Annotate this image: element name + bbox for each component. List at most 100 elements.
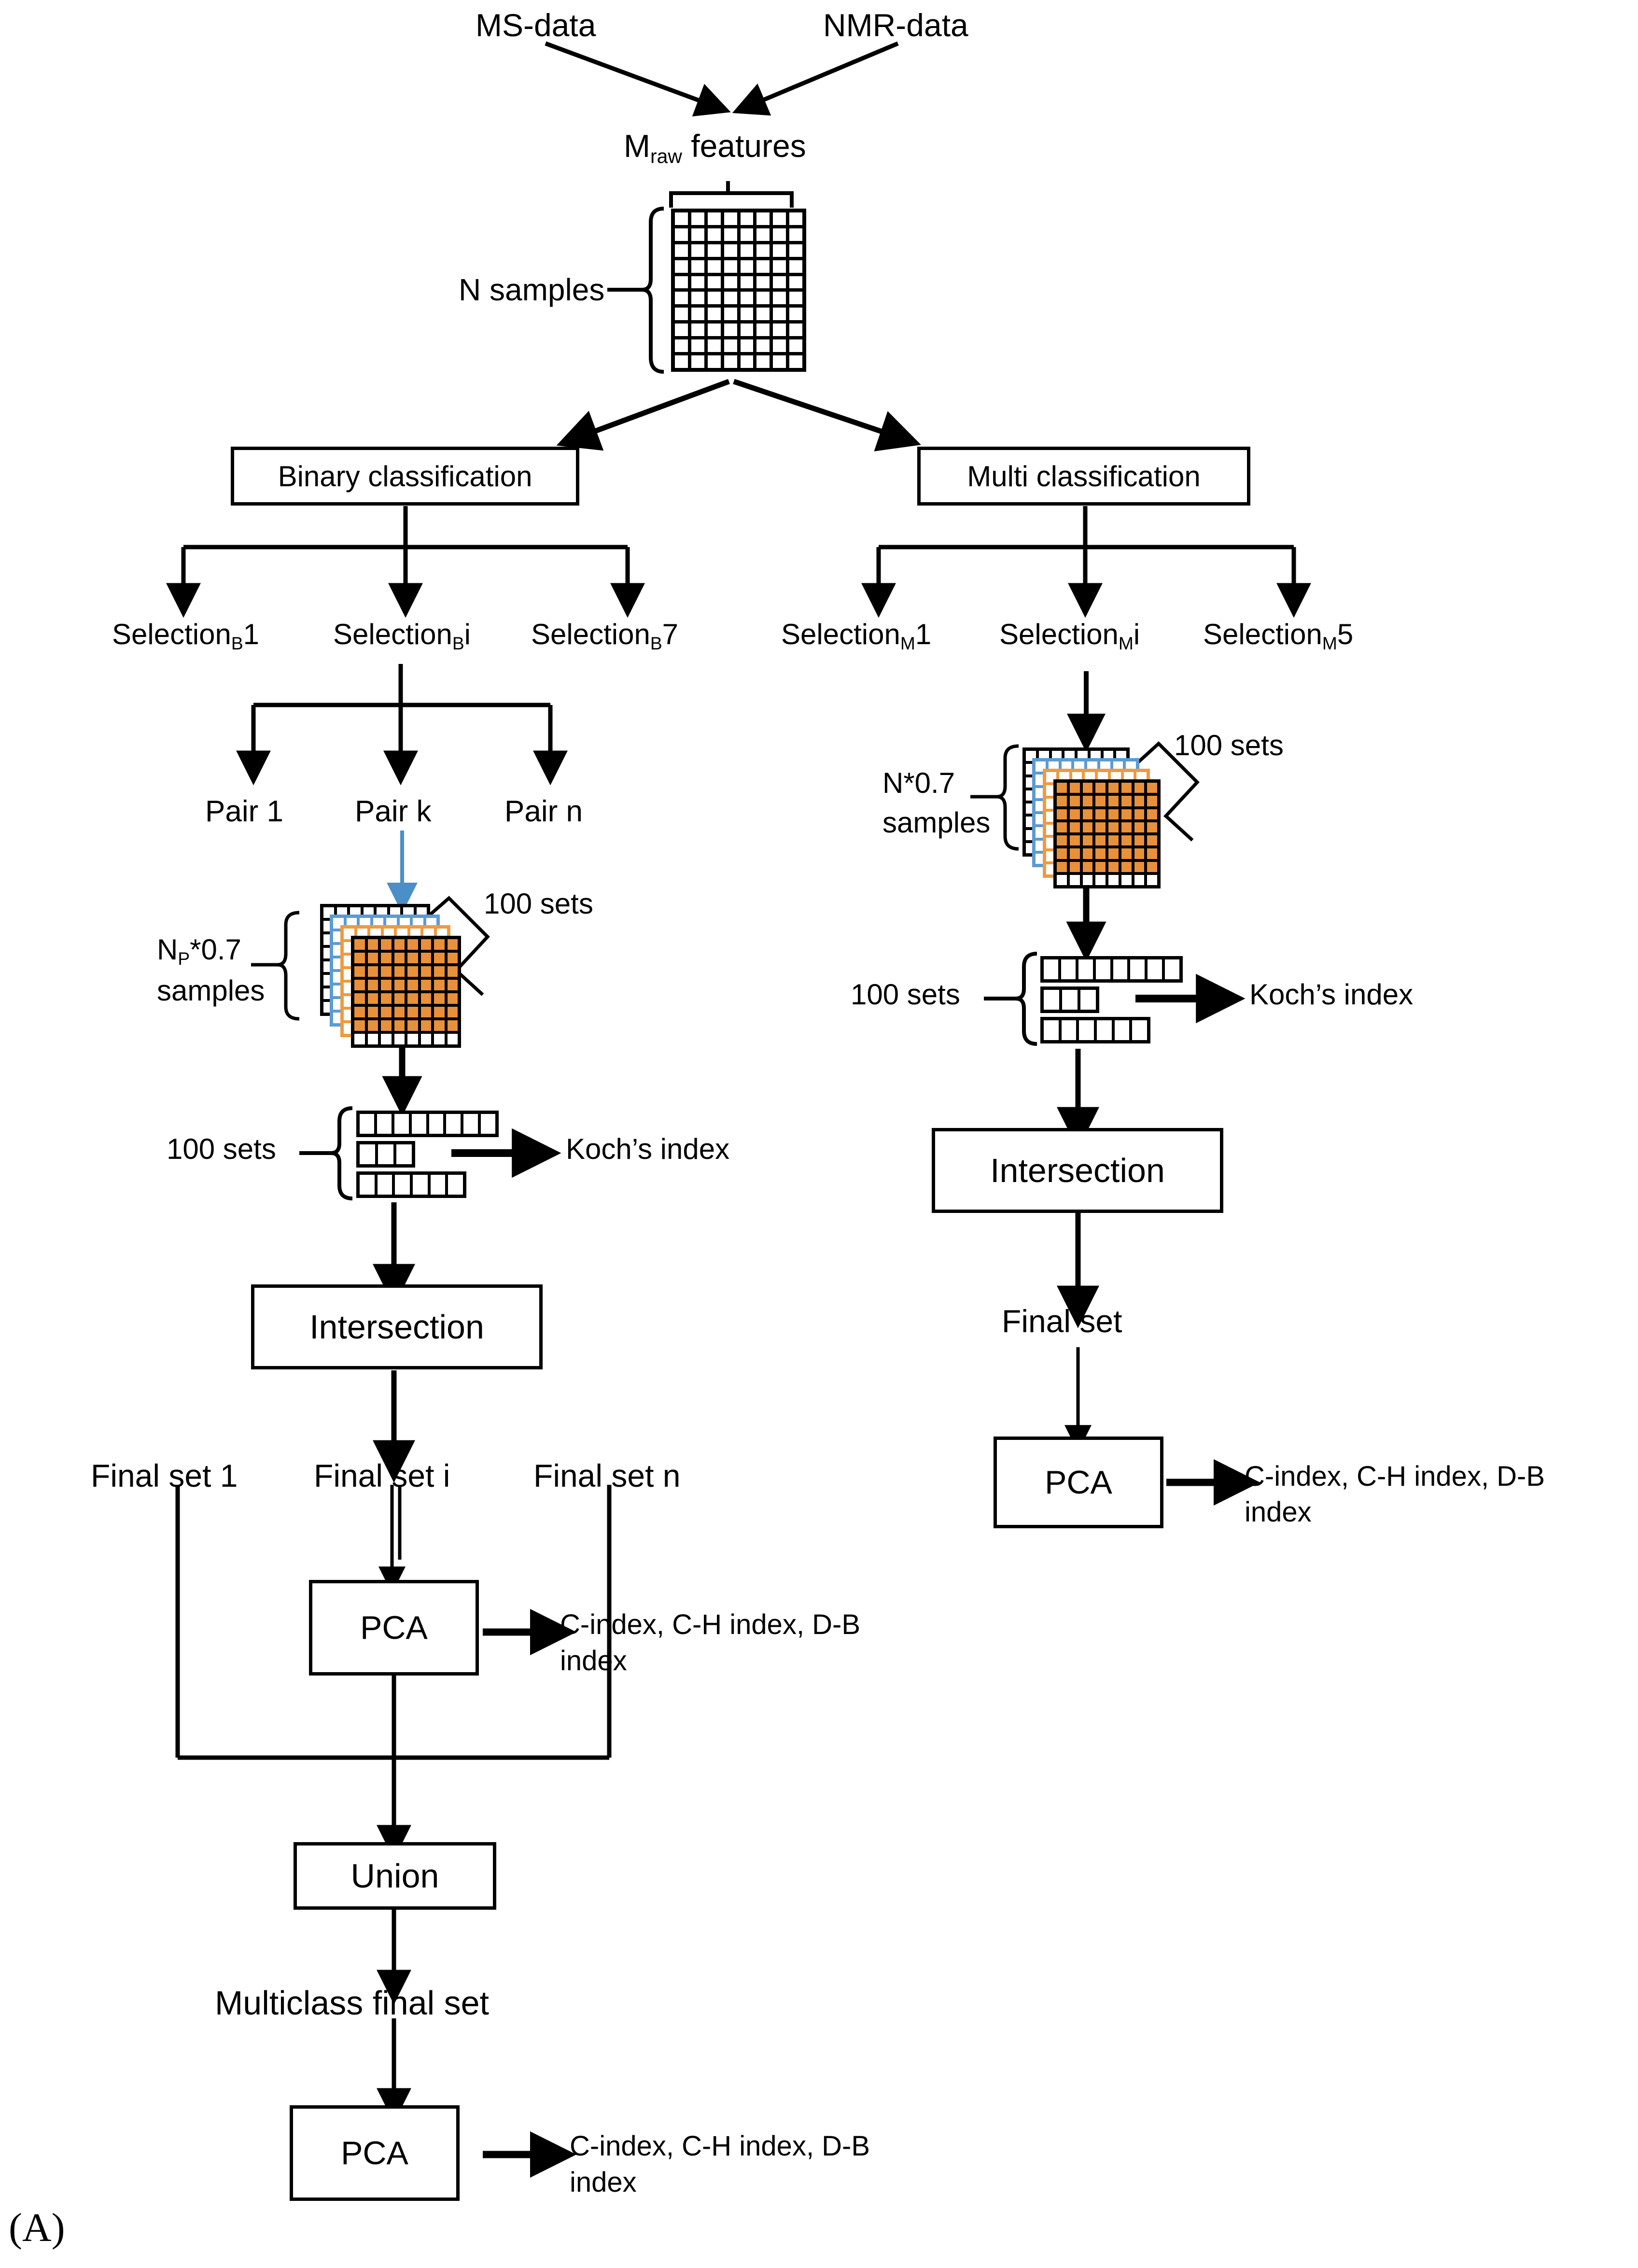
feature-bar-mid-binary [356, 1171, 466, 1198]
selection-m-5-tail: 5 [1337, 618, 1354, 650]
panel-label: (A) [9, 2205, 65, 2250]
intersection-box-binary[interactable]: Intersection [251, 1284, 543, 1369]
selection-m-i-base: Selection [999, 618, 1119, 650]
label-nmr-data: NMR-data [823, 7, 968, 43]
selection-b-i-tail: i [464, 618, 471, 650]
fork-multi-selections [861, 506, 1311, 618]
feature-bar-mid-multi [1040, 1017, 1150, 1043]
feature-bar-short-multi [1040, 986, 1099, 1013]
selection-m-1-tail: 1 [915, 618, 932, 650]
indices-binary-line2: index [560, 1645, 627, 1676]
selection-b-7: SelectionB7 [531, 619, 678, 653]
label-mraw-features: Mraw features [624, 129, 806, 167]
label-100sets-bars-binary: 100 sets [167, 1133, 276, 1165]
indices-multi-line2: index [1245, 1496, 1312, 1528]
pair-1-label: Pair 1 [205, 795, 283, 828]
brace-np07-samples [251, 911, 300, 1021]
selection-m-i-tail: i [1133, 618, 1140, 650]
multi-classification-box[interactable]: Multi classification [917, 447, 1250, 506]
mraw-sub: raw [650, 145, 682, 168]
np07-sub: P [178, 948, 190, 969]
selection-m-5-sub: M [1322, 633, 1337, 654]
indices-final-line1: C-index, C-H index, D-B [570, 2130, 870, 2162]
fork-binary-selections [166, 506, 645, 618]
intersection-label-multi: Intersection [990, 1152, 1165, 1189]
indices-final-line2: index [570, 2167, 637, 2198]
selection-b-7-sub: B [650, 633, 662, 654]
pca-label-binary: PCA [360, 1609, 428, 1646]
pair-n-label: Pair n [504, 795, 583, 828]
label-kochs-index-binary: Koch’s index [566, 1133, 730, 1165]
label-n07-samples-line2: samples [882, 806, 991, 839]
brace-raw-features [669, 181, 794, 208]
arrow-ms-to-raw [545, 41, 731, 117]
pca-box-final[interactable]: PCA [290, 2105, 460, 2201]
feature-bar-long-binary [356, 1111, 499, 1137]
mraw-main: M [624, 128, 650, 164]
brace-bars-binary [299, 1106, 353, 1200]
label-100sets-bars-multi: 100 sets [851, 978, 960, 1011]
selection-m-5: SelectionM5 [1203, 619, 1353, 653]
bootstrap-stack-front-binary [351, 936, 461, 1048]
union-box[interactable]: Union [294, 1842, 496, 1910]
final-set-1-label: Final set 1 [91, 1458, 238, 1493]
pca-box-binary[interactable]: PCA [309, 1580, 479, 1676]
multiclass-final-set-label: Multiclass final set [215, 1984, 489, 2022]
selection-b-1: SelectionB1 [112, 619, 259, 653]
selection-b-1-tail: 1 [243, 618, 260, 650]
pair-k-label: Pair k [355, 795, 432, 828]
rails-finalsets-to-union [175, 1485, 612, 1860]
brace-bars-multi [984, 952, 1037, 1046]
fork-selection-pairs [236, 664, 568, 786]
selection-m-1-sub: M [900, 633, 915, 654]
label-n07-samples: N*0.7 [882, 767, 955, 799]
union-label: Union [350, 1857, 439, 1895]
label-100sets-multi-stack: 100 sets [1174, 729, 1284, 761]
label-np07-samples-line2: samples [157, 974, 265, 1007]
label-n-samples: N samples [459, 272, 605, 307]
bootstrap-stack-front-multi [1053, 779, 1161, 888]
pca-label-final: PCA [341, 2135, 408, 2171]
np07-main: N [157, 933, 178, 966]
selection-m-i: SelectionMi [999, 619, 1140, 653]
pca-label-multi: PCA [1045, 1464, 1112, 1501]
feature-bar-short-binary [356, 1141, 415, 1168]
intersection-box-multi[interactable]: Intersection [932, 1128, 1223, 1213]
selection-m-5-base: Selection [1203, 618, 1322, 650]
selection-m-1: SelectionM1 [781, 619, 931, 653]
binary-classification-label: Binary classification [278, 460, 532, 493]
selection-b-i-base: Selection [333, 618, 452, 650]
indices-binary-line1: C-index, C-H index, D-B [560, 1609, 861, 1640]
arrow-raw-to-binary [556, 379, 730, 451]
selection-m-i-sub: M [1118, 633, 1134, 654]
arrow-finalset-to-pca-binary [378, 1485, 406, 1594]
mraw-tail: features [682, 128, 806, 164]
label-100sets-binary-stack: 100 sets [484, 887, 593, 920]
raw-feature-matrix [671, 209, 806, 372]
label-np07-samples: NP*0.7 [157, 934, 241, 968]
label-ms-data: MS-data [476, 7, 596, 43]
selection-b-i: SelectionBi [333, 619, 471, 653]
indices-multi-line1: C-index, C-H index, D-B [1245, 1461, 1545, 1492]
intersection-label-binary: Intersection [309, 1308, 484, 1346]
selection-b-7-tail: 7 [662, 618, 679, 650]
feature-bar-long-multi [1040, 956, 1183, 983]
multi-classification-label: Multi classification [967, 460, 1201, 493]
final-set-n-label: Final set n [533, 1458, 681, 1493]
brace-n07-samples [970, 744, 1019, 851]
label-kochs-index-multi: Koch’s index [1249, 978, 1414, 1011]
selection-b-i-sub: B [452, 633, 464, 654]
binary-classification-box[interactable]: Binary classification [231, 447, 579, 506]
brace-100sets-multi [1131, 741, 1200, 842]
selection-b-7-base: Selection [531, 618, 650, 650]
np07-tail: *0.7 [190, 933, 241, 966]
selection-b-1-base: Selection [112, 618, 231, 650]
brace-100sets-binary [421, 896, 490, 996]
final-set-i-label: Final set i [314, 1458, 450, 1493]
selection-m-1-base: Selection [781, 618, 900, 650]
arrow-nmr-to-raw [732, 41, 899, 116]
pca-box-multi[interactable]: PCA [994, 1437, 1163, 1528]
final-set-label-multi: Final set [1002, 1303, 1122, 1339]
arrow-raw-to-multi [733, 379, 921, 451]
